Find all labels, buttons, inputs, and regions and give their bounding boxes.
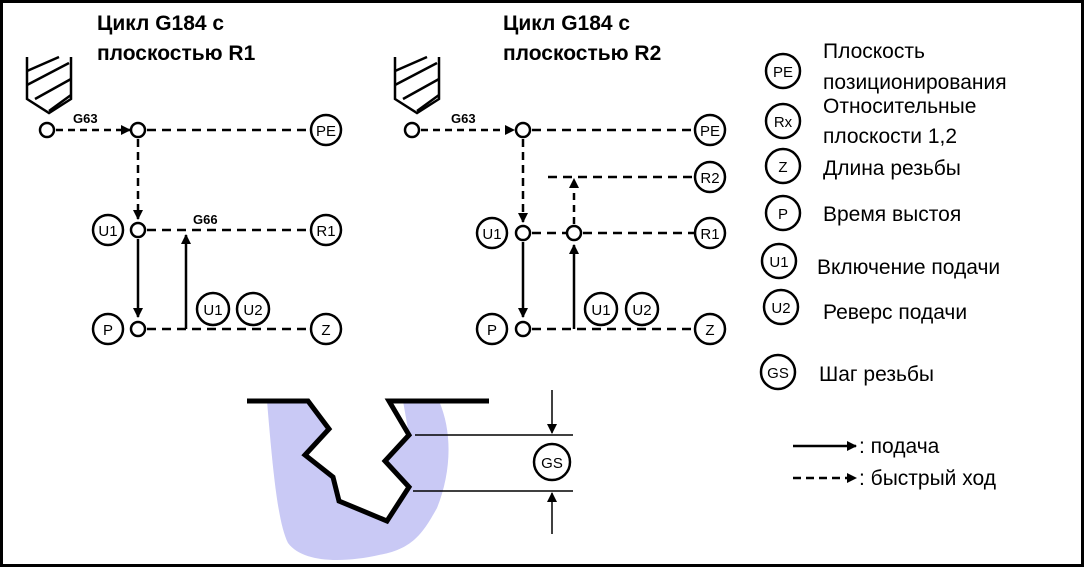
legend-pe-line1: Плоскость: [823, 40, 925, 63]
r2-symbol-text: R2: [700, 170, 719, 187]
legend-p-text: Время выстоя: [823, 203, 961, 226]
gs-symbol: [532, 442, 572, 482]
u2-symbol-text: U2: [243, 302, 262, 319]
r1-symbol: [309, 213, 343, 247]
p-symbol-right-text: P: [487, 322, 497, 339]
material-fill: [267, 401, 449, 560]
u1-retract-symbol-right: [583, 291, 619, 327]
u1-symbol-right-text: U1: [482, 226, 501, 243]
pe-point: [129, 121, 147, 139]
tap-tool-icon: [25, 55, 73, 115]
thread-section: GS: [247, 390, 573, 560]
legend-p-symbol: [764, 194, 802, 232]
p-symbol-text: P: [103, 322, 113, 339]
z-point-right: [514, 320, 532, 338]
r1-retract-point: [565, 224, 583, 242]
pe-symbol-right: [693, 113, 727, 147]
legend-u2-symbol-text: U2: [771, 300, 790, 317]
legend-rx-symbol-text: Rx: [774, 114, 793, 131]
u2-symbol-right-text: U2: [632, 302, 651, 319]
z-symbol-right: [693, 312, 727, 346]
legend-u2-symbol: [762, 288, 800, 326]
legend-pe-line2: позиционирования: [823, 71, 1007, 94]
u1-retract-symbol: [195, 291, 231, 327]
z-symbol-text: Z: [321, 322, 330, 339]
legend-z-text: Длина резьбы: [823, 157, 961, 180]
z-symbol-right-text: Z: [705, 322, 714, 339]
pe-symbol-right-text: PE: [700, 123, 720, 140]
legend-rx-symbol: [764, 102, 802, 140]
legend-u1-symbol-text: U1: [769, 254, 788, 271]
legend-pe-symbol-text: PE: [773, 64, 793, 81]
legend-pe-symbol: [764, 52, 802, 90]
r1-point: [129, 221, 147, 239]
legend-u1-symbol: [760, 242, 798, 280]
z-symbol: [309, 312, 343, 346]
legend-p-symbol-text: P: [778, 206, 788, 223]
start-point-right: [403, 121, 421, 139]
legend-gs-text: Шаг резьбы: [819, 363, 934, 386]
r2-symbol: [693, 160, 727, 194]
legend-gs-symbol-text: GS: [767, 365, 789, 382]
right-title-line2: плоскостью R2: [503, 42, 661, 65]
z-point: [129, 320, 147, 338]
legend-z-symbol: [764, 147, 802, 185]
legend: PE Плоскость позиционирования Rx Относит…: [759, 40, 1007, 490]
legend-z-symbol-text: Z: [778, 159, 787, 176]
left-diagram: Цикл G184 с плоскостью R1 G63 PE U1 G66 …: [25, 12, 343, 346]
u2-symbol-right: [624, 291, 660, 327]
pe-symbol: [309, 113, 343, 147]
p-symbol-right: [475, 312, 509, 346]
legend-u1-text: Включение подачи: [817, 256, 1000, 279]
gs-symbol-text: GS: [541, 455, 563, 472]
u1-symbol: [91, 213, 125, 247]
g63-label: G63: [73, 111, 98, 126]
u1-retract-right-text: U1: [591, 302, 610, 319]
u1-symbol-right: [475, 216, 509, 250]
legend-u2-text: Реверс подачи: [823, 301, 967, 324]
u2-symbol: [235, 291, 271, 327]
r1-symbol-text: R1: [316, 223, 335, 240]
tap-tool-icon-right: [393, 55, 441, 115]
pe-point-right: [514, 121, 532, 139]
legend-rx-line2: плоскости 1,2: [823, 125, 957, 148]
u1-symbol-text: U1: [98, 223, 117, 240]
r1-symbol-right: [693, 216, 727, 250]
left-title-line1: Цикл G184 с: [97, 12, 224, 35]
r1-point-right: [514, 224, 532, 242]
right-title-line1: Цикл G184 с: [503, 12, 630, 35]
start-point: [38, 121, 56, 139]
r1-symbol-right-text: R1: [700, 226, 719, 243]
g63-label-right: G63: [451, 111, 476, 126]
p-symbol: [91, 312, 125, 346]
legend-feed-text: : подача: [859, 435, 940, 458]
right-diagram: Цикл G184 с плоскостью R2 G63 PE R2 U1 R…: [393, 12, 727, 346]
legend-gs-symbol: [759, 353, 797, 391]
u1-retract-text: U1: [203, 302, 222, 319]
thread-profile: [247, 398, 489, 525]
legend-rx-line1: Относительные: [823, 95, 976, 118]
pe-symbol-text: PE: [316, 123, 336, 140]
left-title-line2: плоскостью R1: [97, 42, 256, 65]
g66-label: G66: [193, 212, 218, 227]
legend-rapid-text: : быстрый ход: [859, 467, 996, 490]
